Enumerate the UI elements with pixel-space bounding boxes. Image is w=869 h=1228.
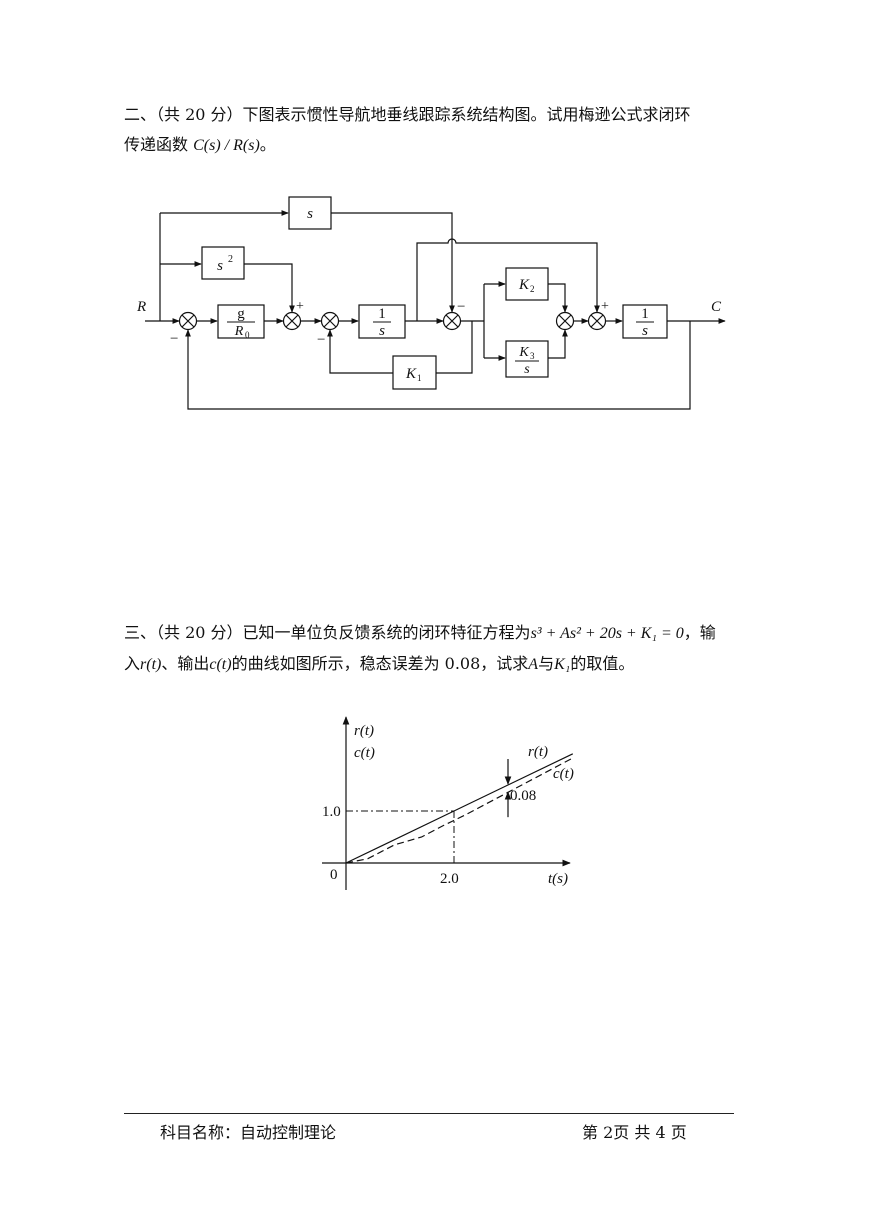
series-r-line xyxy=(345,753,574,864)
q2-prefix: 二、（共 20 分） xyxy=(124,105,243,124)
q3-a: A xyxy=(528,656,539,673)
y-tick-label: 1.0 xyxy=(322,804,341,820)
sign-minus-1: − xyxy=(170,331,178,347)
q2-line2: 传递函数 C(s) / R(s)。 xyxy=(124,130,754,161)
signal-k3-out xyxy=(548,329,568,359)
label-output-c: C xyxy=(711,299,722,315)
signal-k1-in xyxy=(436,321,473,374)
series-c-line xyxy=(345,757,574,864)
question-2: 二、（共 20 分）下图表示惯性导航地垂线跟踪系统结构图。试用梅逊公式求闭环 传… xyxy=(124,100,754,161)
origin-label: 0 xyxy=(330,867,338,883)
sum-junction-6 xyxy=(587,311,607,331)
signal-s2-out xyxy=(244,263,295,313)
sign-minus-4: − xyxy=(457,299,465,315)
error-label: 0.08 xyxy=(510,788,536,804)
q3-line1: 三、（共 20 分）已知一单位负反馈系统的闭环特征方程为s³ + As² + 2… xyxy=(124,618,754,649)
sum-junction-3 xyxy=(320,311,340,331)
signal-int1-forward xyxy=(416,238,600,321)
sum-junction-1 xyxy=(178,311,198,331)
block-diagram: s s 2 g R 0 1 s K 1 K 2 K 3 s 1 s R C − … xyxy=(136,196,726,410)
label-k2-base: K xyxy=(518,277,530,293)
signal-k1-out xyxy=(327,329,393,374)
label-k2-sub: 2 xyxy=(530,284,535,294)
q3-equation: s³ + As² + 20s + K₁ = 0 xyxy=(530,625,684,642)
legend-r: r(t) xyxy=(528,744,548,760)
q3-line2c: 的曲线如图所示，稳态误差为 0.08，试求 xyxy=(231,654,529,673)
q3-line2: 入r(t)、输出c(t)的曲线如图所示，稳态误差为 0.08，试求A与K₁的取值… xyxy=(124,649,754,680)
q3-text2: ，输 xyxy=(683,623,716,642)
label-int2-den: s xyxy=(642,323,648,339)
signal-k2-out xyxy=(548,283,568,313)
sign-minus-3: − xyxy=(317,332,325,348)
q3-line2b: 、输出 xyxy=(161,654,210,673)
response-chart: r(t) c(t) 1.0 0 2.0 t(s) r(t) c(t) 0.08 xyxy=(322,716,574,890)
sign-plus-6: + xyxy=(601,299,609,314)
footer-divider xyxy=(124,1113,734,1114)
block-s2 xyxy=(201,246,245,280)
q2-formula: C(s) / R(s) xyxy=(193,137,260,154)
legend-c: c(t) xyxy=(553,766,574,782)
sum-junction-5 xyxy=(555,311,575,331)
label-int1-num: 1 xyxy=(378,306,386,322)
x-tick-label: 2.0 xyxy=(440,871,459,887)
x-axis-label: t(s) xyxy=(548,871,568,887)
footer-subject: 科目名称：自动控制理论 xyxy=(160,1123,337,1142)
footer-page: 第 2页 共 4 页 xyxy=(582,1123,687,1142)
q3-prefix: 三、（共 20 分） xyxy=(124,623,243,642)
label-input-r: R xyxy=(136,299,146,315)
sum-junction-2 xyxy=(282,311,302,331)
signal-s-out xyxy=(331,212,455,313)
y-label-r: r(t) xyxy=(354,723,374,739)
q2-text2: 传递函数 xyxy=(124,135,189,154)
q3-line2d: 与 xyxy=(538,654,555,673)
signal-outer-feedback xyxy=(185,321,691,410)
y-label-c: c(t) xyxy=(354,745,375,761)
label-r0-base: R xyxy=(234,324,244,339)
label-k1-base: K xyxy=(405,366,417,382)
label-int1-den: s xyxy=(379,323,385,339)
question-3: 三、（共 20 分）已知一单位负反馈系统的闭环特征方程为s³ + As² + 2… xyxy=(124,618,754,680)
label-r0-sub: 0 xyxy=(245,330,250,340)
label-k3-base: K xyxy=(518,345,529,360)
label-k1-sub: 1 xyxy=(417,373,422,383)
label-s: s xyxy=(307,206,313,222)
q2-text1: 下图表示惯性导航地垂线跟踪系统结构图。试用梅逊公式求闭环 xyxy=(242,105,691,124)
sum-junction-4 xyxy=(442,311,462,331)
label-k3-den: s xyxy=(524,362,530,377)
label-g: g xyxy=(237,306,245,322)
label-s2-exp: 2 xyxy=(228,254,233,265)
q3-k1: K₁ xyxy=(554,656,571,673)
q3-line2a: 入 xyxy=(124,654,141,673)
label-s2-base: s xyxy=(217,258,223,274)
q3-rt: r(t) xyxy=(140,656,162,673)
label-k3-sub: 3 xyxy=(530,351,535,361)
q3-ct: c(t) xyxy=(209,656,232,673)
q2-end: 。 xyxy=(259,135,276,154)
q2-line1: 二、（共 20 分）下图表示惯性导航地垂线跟踪系统结构图。试用梅逊公式求闭环 xyxy=(124,100,754,130)
sign-plus-2: + xyxy=(296,299,304,314)
q3-text1: 已知一单位负反馈系统的闭环特征方程为 xyxy=(242,623,531,642)
label-int2-num: 1 xyxy=(641,306,649,322)
q3-line2e: 的取值。 xyxy=(570,654,635,673)
block-k3-over-s xyxy=(505,340,549,378)
